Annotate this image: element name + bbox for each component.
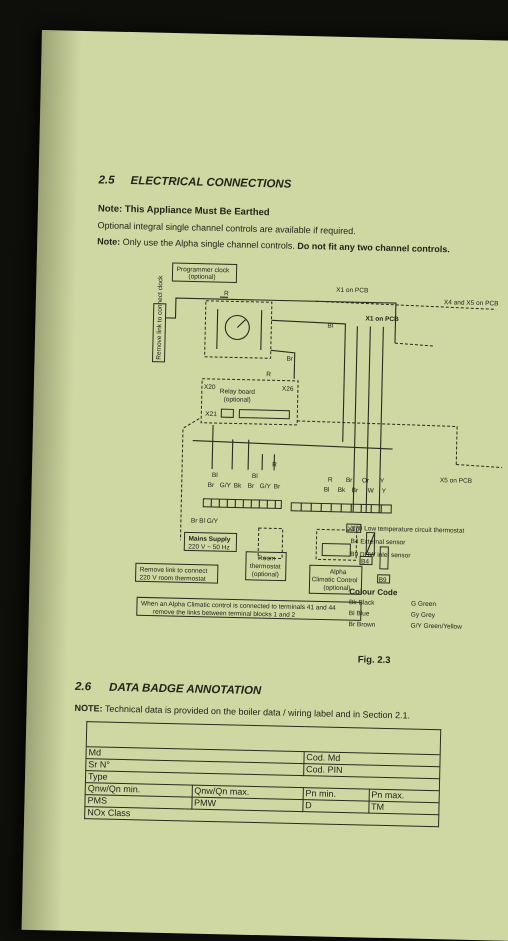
room-thermostat-label-3: (optional)	[252, 571, 279, 579]
svg-text:Bl: Bl	[324, 487, 330, 494]
section-2-5-number: 2.5	[98, 174, 114, 186]
mains-voltage-label: 220 V ~ 50 Hz	[188, 543, 230, 551]
svg-text:W: W	[368, 488, 375, 495]
svg-text:Bk: Bk	[234, 482, 242, 489]
remove-link-clock-label: Remove link to connect clock	[156, 275, 165, 360]
data-badge-table: Md Cod. Md Sr N° Cod. PIN Type Qnw/Qn mi…	[84, 721, 441, 827]
alpha-climatic-label-3: (optional)	[323, 585, 350, 593]
x4-x5-pcb-label: X4 and X5 on PCB	[444, 299, 499, 307]
colour-code-title: Colour Code	[349, 587, 397, 597]
relay-optional-label: (optional)	[224, 396, 251, 404]
svg-text:Br: Br	[208, 482, 215, 489]
section-2-6-title: DATA BADGE ANNOTATION	[109, 682, 261, 697]
svg-text:Br: Br	[274, 483, 281, 490]
note3-text: Technical data is provided on the boiler…	[105, 704, 410, 721]
wire-bl-label: Bl	[327, 323, 333, 330]
x20-label: X20	[204, 384, 216, 391]
x26-label: X26	[282, 386, 294, 393]
section-2-5-title: ELECTRICAL CONNECTIONS	[130, 175, 291, 191]
svg-text:Br: Br	[346, 477, 353, 484]
legend-b4: B4 External sensor	[350, 538, 405, 546]
earthing-note: Note: This Appliance Must Be Earthed	[98, 203, 270, 218]
technical-data-note: NOTE: Technical data is provided on the …	[75, 703, 411, 721]
note-prefix: Note:	[97, 236, 120, 247]
alpha-climatic-label-2: Climatic Control	[312, 576, 359, 584]
svg-text:Br: Br	[352, 487, 359, 494]
note-text: Only use the Alpha single channel contro…	[123, 237, 295, 251]
optional-controls-text: Optional integral single channel control…	[97, 220, 355, 236]
svg-text:Bk: Bk	[338, 487, 346, 494]
channel-controls-note: Note: Only use the Alpha single channel …	[97, 236, 450, 254]
b4-label: B4	[361, 558, 369, 565]
room-thermostat-label-1: Room	[258, 555, 275, 562]
mains-supply-label: Mains Supply	[188, 535, 230, 543]
remove-link-thermostat-label-2: 220 V room thermostat	[140, 574, 206, 583]
svg-text:Or: Or	[362, 477, 370, 484]
svg-text:Br: Br	[248, 483, 255, 490]
note3-prefix: NOTE:	[75, 703, 103, 714]
svg-text:Y: Y	[382, 488, 387, 495]
svg-text:R: R	[328, 477, 333, 484]
alpha-climatic-label-1: Alpha	[330, 569, 347, 576]
svg-text:G/Y: G/Y	[220, 482, 232, 489]
wire-r-label: R	[224, 290, 229, 297]
svg-text:G/Y: G/Y	[260, 483, 272, 490]
wire-r3-label: R	[272, 461, 277, 468]
b9-label: B9	[379, 577, 387, 584]
br-bl-gy-label: Br Bl G/Y	[191, 518, 219, 526]
x21-label: X21	[205, 411, 217, 418]
relay-board-label: Relay board	[220, 388, 256, 396]
wire-r2-label: R	[266, 371, 271, 378]
programmer-optional-label: (optional)	[188, 273, 215, 281]
wire-br-label: Br	[287, 356, 294, 363]
x1-pcb-top-label: X1 on PCB	[336, 287, 368, 295]
svg-text:Y: Y	[380, 478, 385, 485]
x5-pcb-label: X5 on PCB	[440, 477, 472, 485]
svg-text:Bl: Bl	[252, 473, 258, 480]
section-2-6-number: 2.6	[75, 681, 91, 693]
note-bold-text: Do not fit any two channel controls.	[297, 241, 450, 254]
x1-pcb-mid-label: X1 on PCB	[365, 315, 399, 323]
manual-page: 2.5 ELECTRICAL CONNECTIONS Note: This Ap…	[22, 30, 508, 941]
room-thermostat-label-2: thermostat	[250, 563, 281, 571]
legend-b9: B9 DHW inlet sensor	[350, 551, 410, 559]
wiring-diagram: Programmer clock (optional) Remove link …	[89, 256, 507, 625]
figure-caption: Fig. 2.3	[358, 654, 391, 666]
svg-text:Bl: Bl	[212, 472, 218, 479]
